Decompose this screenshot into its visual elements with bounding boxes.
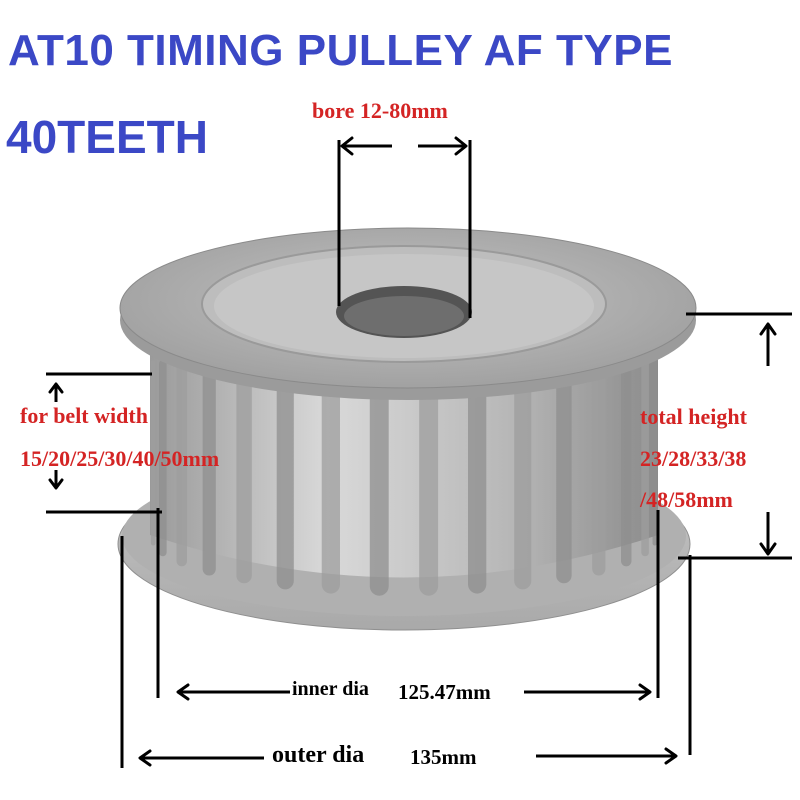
tooth-groove bbox=[321, 360, 340, 594]
tooth-groove bbox=[276, 360, 294, 590]
tooth-groove bbox=[514, 360, 532, 590]
total-height-values-cont: /48/58mm bbox=[640, 487, 733, 512]
title-line-2: 40TEETH bbox=[6, 111, 208, 163]
bore-hole-inner bbox=[344, 296, 464, 336]
tooth-groove bbox=[419, 360, 439, 596]
title-line-1: AT10 TIMING PULLEY AF TYPE bbox=[8, 26, 673, 75]
tooth-groove bbox=[159, 360, 167, 557]
outer-dia-value: 135mm bbox=[410, 745, 477, 769]
belt-width-values: 15/20/25/30/40/50mm bbox=[20, 446, 220, 471]
tooth-groove bbox=[369, 360, 389, 596]
bore-label: bore 12-80mm bbox=[312, 98, 448, 123]
total-height-values: 23/28/33/38 bbox=[640, 446, 747, 471]
tooth-groove bbox=[176, 360, 187, 567]
tooth-groove bbox=[236, 360, 252, 584]
inner-dia-label: inner dia bbox=[292, 678, 369, 700]
teeth-group bbox=[150, 360, 658, 596]
arrowheads bbox=[48, 136, 777, 767]
tooth-groove bbox=[468, 360, 487, 594]
tooth-groove bbox=[202, 360, 216, 576]
belt-width-label: for belt width bbox=[20, 403, 148, 428]
total-height-label: total height bbox=[640, 404, 747, 429]
tooth-groove bbox=[621, 360, 632, 567]
dimension-lines bbox=[46, 140, 792, 768]
outer-dia-label: outer dia bbox=[272, 742, 365, 768]
inner-dia-value: 125.47mm bbox=[398, 680, 491, 704]
tooth-groove bbox=[652, 360, 658, 546]
tooth-groove bbox=[556, 360, 572, 584]
tooth-groove bbox=[641, 360, 649, 557]
tooth-groove bbox=[592, 360, 606, 576]
tooth-groove bbox=[150, 360, 156, 546]
